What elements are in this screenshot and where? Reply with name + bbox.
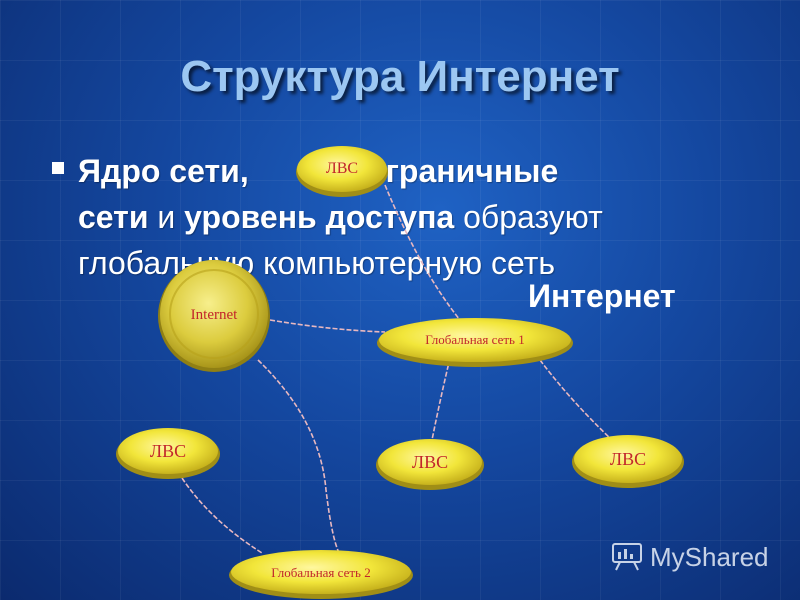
text-internet: Интернет bbox=[528, 278, 676, 314]
slide-title: Структура Интернет bbox=[180, 52, 620, 101]
text-form: образуют bbox=[454, 199, 603, 235]
node-lvs-top-label: ЛВС bbox=[326, 160, 358, 177]
text-global-network: глобальную компьютерную сеть bbox=[78, 245, 556, 281]
node-global-network-1-label: Глобальная сеть 1 bbox=[425, 332, 524, 347]
node-lvs-left: ЛВС bbox=[116, 428, 220, 479]
watermark: MyShared bbox=[610, 540, 769, 574]
node-lvs-mid-label: ЛВС bbox=[412, 452, 448, 472]
node-global-network-1: Глобальная сеть 1 bbox=[377, 318, 573, 367]
text-core: Ядро сети, bbox=[78, 153, 249, 189]
node-global-network-2: Глобальная сеть 2 bbox=[229, 550, 413, 599]
link-lvs-top-global1 bbox=[384, 184, 461, 321]
node-lvs-right-label: ЛВС bbox=[610, 449, 646, 469]
node-internet: Internet bbox=[158, 260, 270, 372]
text-access-level: уровень доступа bbox=[184, 199, 455, 235]
node-lvs-top: ЛВС bbox=[296, 146, 388, 197]
bullet-square-icon bbox=[52, 162, 64, 174]
node-lvs-mid: ЛВС bbox=[376, 439, 484, 490]
text-networks: сети bbox=[78, 199, 149, 235]
node-global-network-2-label: Глобальная сеть 2 bbox=[271, 565, 370, 580]
link-internet-global2 bbox=[257, 359, 341, 556]
node-internet-label: Internet bbox=[191, 307, 238, 323]
network-links bbox=[181, 184, 613, 556]
node-lvs-right: ЛВС bbox=[572, 435, 684, 488]
link-lvs-left-global2 bbox=[181, 477, 263, 554]
link-global1-lvs-right bbox=[539, 359, 613, 441]
link-global1-lvs-mid bbox=[431, 357, 451, 441]
link-internet-global1 bbox=[269, 319, 386, 333]
presentation-icon bbox=[612, 543, 642, 571]
watermark-text: MyShared bbox=[650, 541, 769, 572]
node-lvs-left-label: ЛВС bbox=[150, 441, 186, 461]
text-and: и bbox=[148, 199, 185, 235]
